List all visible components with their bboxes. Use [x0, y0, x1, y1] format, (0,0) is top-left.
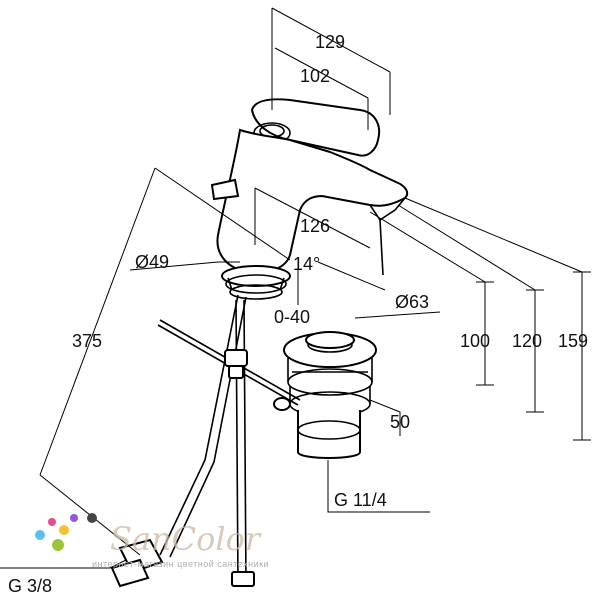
- watermark-dot: [35, 530, 45, 540]
- drain-thread-label: G 11/4: [334, 490, 387, 510]
- watermark-tagline: интернет-магазин цветной сантехники: [92, 559, 269, 569]
- dim-100: 100: [460, 331, 490, 351]
- dim-120: 120: [512, 331, 542, 351]
- dimension-lines: [0, 7, 591, 569]
- drain-assembly: [273, 331, 377, 459]
- dim-159: 159: [558, 331, 588, 351]
- watermark-dot: [87, 513, 97, 523]
- dim-0-40: 0-40: [274, 307, 310, 327]
- dim-14-degrees: 14°: [293, 254, 320, 274]
- dim-375: 375: [72, 331, 102, 351]
- supply-thread-label: G 3/8: [8, 576, 52, 596]
- dim-dia-63: Ø63: [395, 292, 429, 312]
- watermark-dot: [48, 518, 56, 526]
- dim-129: 129: [315, 32, 345, 52]
- watermark-dot: [70, 514, 78, 522]
- watermark-dot: [59, 525, 69, 535]
- watermark-brand: SanColor: [110, 520, 262, 558]
- dim-dia-49: Ø49: [135, 252, 169, 272]
- watermark-logo: SanColor интернет-магазин цветной сантех…: [35, 513, 269, 569]
- dim-50: 50: [390, 412, 410, 432]
- dim-126: 126: [300, 216, 330, 236]
- watermark-dot: [52, 539, 64, 551]
- dim-102: 102: [300, 66, 330, 86]
- supply-hoses: [110, 294, 301, 588]
- faucet-body: [210, 98, 409, 300]
- dimension-labels: 129 102 126 14° Ø49 0-40 Ø63 100 120 159…: [8, 32, 588, 596]
